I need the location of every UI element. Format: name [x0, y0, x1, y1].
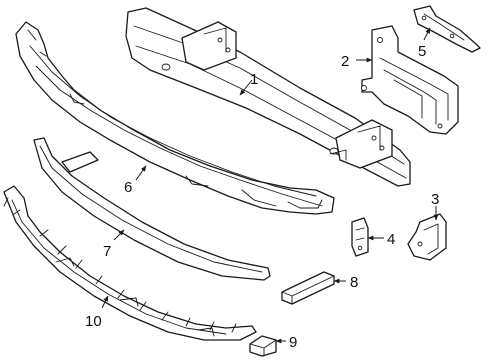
side-bracket-part — [407, 213, 447, 261]
callout-3: 3 — [431, 191, 439, 208]
callout-6: 6 — [124, 179, 132, 196]
leader-line-7 — [113, 229, 125, 241]
clip-bracket-part — [351, 217, 369, 257]
callout-1: 1 — [250, 71, 258, 88]
leader-line-6 — [135, 165, 147, 181]
callout-4: 4 — [387, 231, 395, 248]
callout-5: 5 — [418, 43, 426, 60]
callout-8: 8 — [350, 274, 358, 291]
impact-bar-part — [125, 7, 411, 187]
callout-9: 9 — [289, 334, 297, 351]
energy-absorber-part — [15, 21, 335, 215]
small-clip-part — [249, 335, 277, 357]
lower-grille-part — [3, 185, 257, 341]
block-part — [281, 271, 335, 305]
leader-line-5 — [423, 27, 431, 41]
leader-line-10 — [101, 295, 109, 309]
lower-trim-strip-part — [33, 137, 271, 281]
mount-bracket-part — [361, 25, 459, 135]
leader-line-1 — [239, 79, 253, 96]
callout-7: 7 — [103, 243, 111, 260]
callout-2: 2 — [341, 53, 349, 70]
callout-10: 10 — [85, 313, 102, 330]
